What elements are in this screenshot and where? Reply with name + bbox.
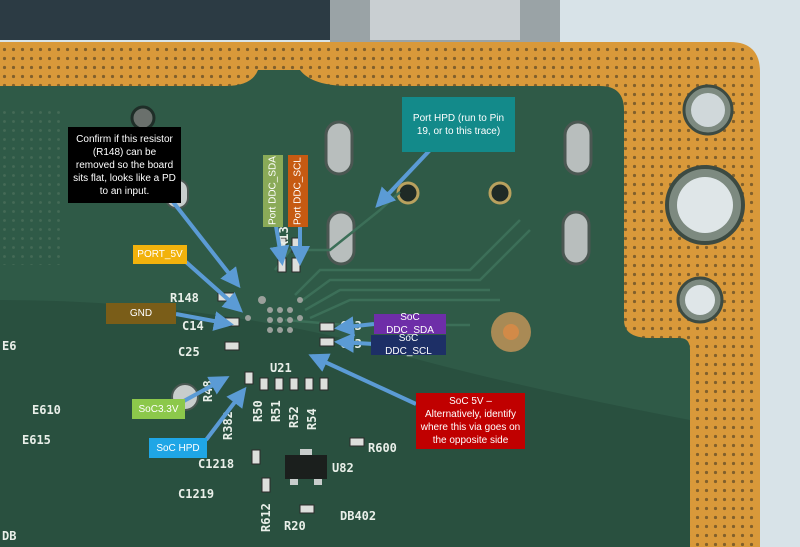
- silk-r20: R20: [284, 519, 306, 533]
- arrow-port-5v: [184, 260, 243, 313]
- metal-housing: [0, 0, 330, 40]
- silk-r50: R50: [251, 400, 265, 422]
- silk-db: DB: [2, 529, 16, 543]
- arrow-soc-hpd: [204, 386, 247, 442]
- callout-r148-note: Confirm if this resistor (R148) can be r…: [68, 127, 181, 203]
- silk-e610: E610: [32, 403, 61, 417]
- silk-r51: R51: [269, 400, 283, 422]
- arrow-soc-5v: [308, 353, 417, 406]
- silk-r148: R148: [170, 291, 199, 305]
- silk-e6: E6: [2, 339, 16, 353]
- silk-r612: R612: [259, 503, 273, 532]
- connector-pad: [324, 120, 354, 176]
- callout-soc-ddc-sda: SoC DDC_SDA: [374, 312, 446, 336]
- callout-port-5v: PORT_5V: [133, 245, 187, 264]
- arrow-soc-3v3: [181, 376, 230, 404]
- silk-u21: U21: [270, 361, 292, 375]
- silk-r54: R54: [305, 408, 319, 430]
- ic-u82: [285, 455, 327, 479]
- callout-port-ddc-scl: Port DDC_SCL: [288, 155, 308, 227]
- silk-c25: C25: [178, 345, 200, 359]
- arrow-port-ddc-sda: [269, 225, 290, 266]
- silk-c1218: C1218: [198, 457, 234, 471]
- arrow-gnd: [175, 311, 234, 331]
- callout-port-ddc-sda: Port DDC_SDA: [263, 155, 283, 227]
- callout-soc-5v: SoC 5V – Alternatively, identify where t…: [416, 393, 525, 449]
- silk-r600: R600: [368, 441, 397, 455]
- silk-r52: R52: [287, 406, 301, 428]
- silk-c14: C14: [182, 319, 204, 333]
- silk-db402: DB402: [340, 509, 376, 523]
- silk-e615: E615: [22, 433, 51, 447]
- callout-gnd: GND: [106, 303, 176, 324]
- silk-c1219: C1219: [178, 487, 214, 501]
- callout-soc-ddc-scl: SoC DDC_SCL: [371, 333, 446, 357]
- arrow-r148: [168, 196, 241, 289]
- annotation-arrows: [168, 148, 432, 442]
- arrow-port-hpd: [375, 148, 432, 208]
- callout-soc-hpd: SoC HPD: [149, 438, 207, 458]
- arrow-soc-ddc-sda: [334, 316, 375, 337]
- silk-u82: U82: [332, 461, 354, 475]
- callout-port-hpd: Port HPD (run to Pin 19, or to this trac…: [402, 97, 515, 152]
- arrow-soc-ddc-scl: [334, 332, 375, 353]
- callout-soc-3v3: SoC3.3V: [132, 399, 185, 419]
